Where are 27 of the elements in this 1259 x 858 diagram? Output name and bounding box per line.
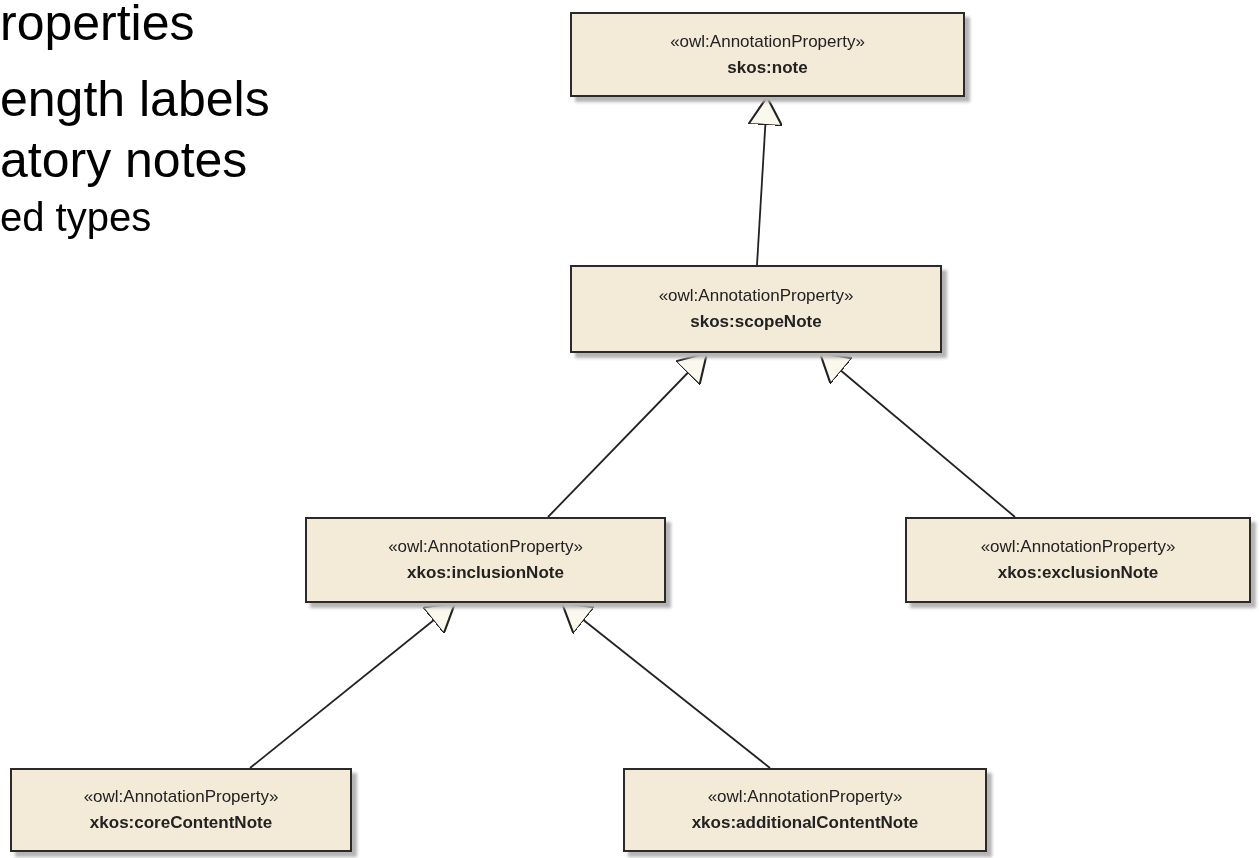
generalization-arrow [818, 351, 1016, 518]
class-box [623, 768, 987, 852]
generalization-arrow [249, 601, 457, 769]
generalization-arrow [560, 601, 771, 769]
class-name: skos:note [727, 56, 808, 79]
generalization-arrow [547, 351, 709, 518]
class-box [570, 265, 942, 353]
stereotype-text: «owl:AnnotationProperty» [658, 285, 854, 307]
stereotype-text: «owl:AnnotationProperty» [388, 536, 583, 558]
stereotype-text: «owl:AnnotationProperty» [83, 786, 279, 808]
generalization-arrow [747, 95, 784, 266]
bullet-text: atory notes [0, 135, 248, 185]
stereotype-text: «owl:AnnotationProperty» [980, 536, 1176, 558]
bullet-text: ength labels [0, 74, 270, 124]
class-name: xkos:coreContentNote [89, 812, 273, 834]
stereotype-text: «owl:AnnotationProperty» [670, 30, 865, 53]
class-name: xkos:exclusionNote [997, 562, 1159, 584]
class-box [10, 768, 352, 852]
class-box [305, 517, 666, 603]
class-box [905, 517, 1251, 603]
bullet-text: roperties [0, 0, 195, 48]
bullet-text: ed types [0, 197, 152, 237]
stereotype-text: «owl:AnnotationProperty» [707, 786, 903, 808]
class-name: xkos:additionalContentNote [691, 812, 919, 834]
class-name: skos:scopeNote [690, 311, 822, 333]
class-name: xkos:inclusionNote [407, 562, 564, 584]
class-box [570, 12, 965, 97]
